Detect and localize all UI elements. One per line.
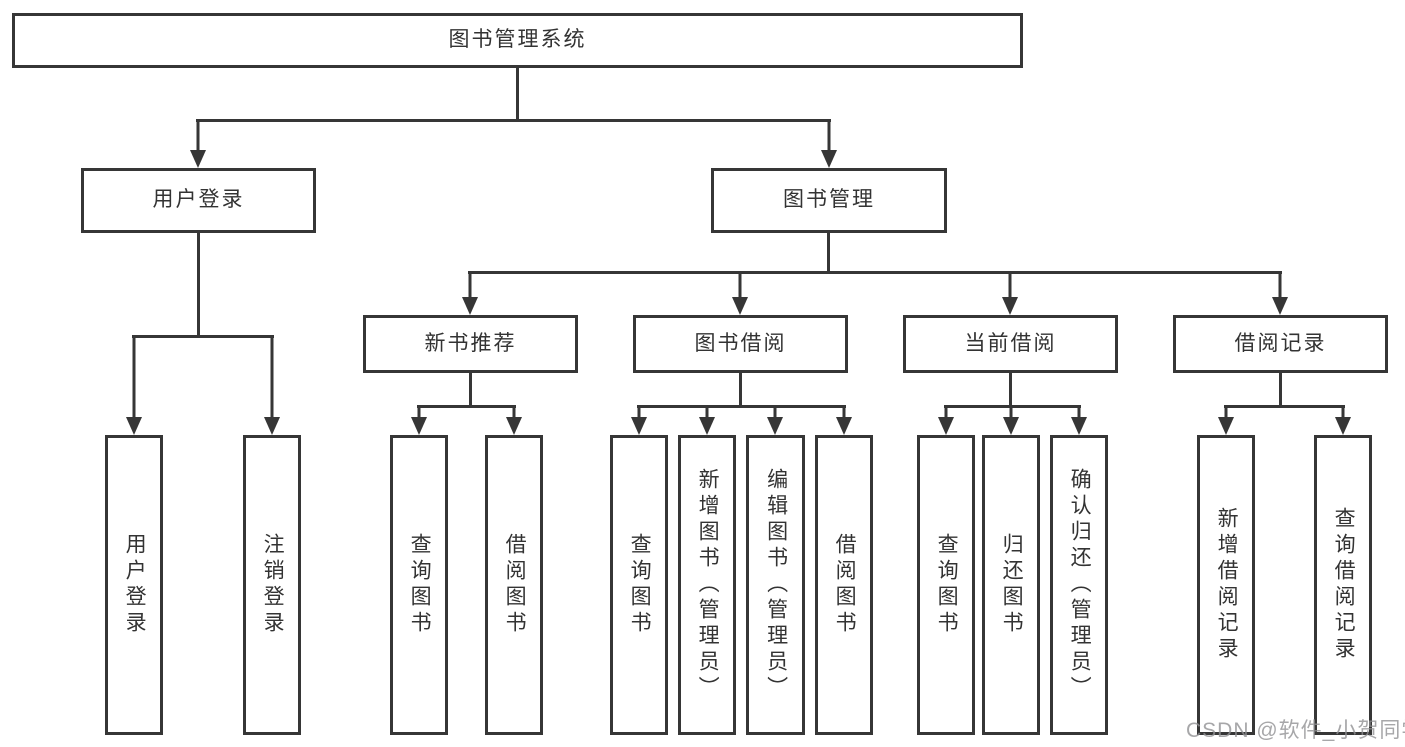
arrow-to-nbr-query <box>411 405 427 435</box>
leaf-cb-query-books: 查询图书 <box>917 435 975 735</box>
arrow-to-borrow-records <box>1272 271 1288 315</box>
watermark: CSDN @软件_小贺同学 <box>1186 719 1405 742</box>
node-current-borrow: 当前借阅 <box>903 315 1118 373</box>
connector-bus-level1 <box>196 119 831 122</box>
leaf-cb-return-books: 归还图书 <box>982 435 1040 735</box>
leaf-br-add-record: 新增借阅记录 <box>1197 435 1255 735</box>
connector-book-mgmt-stem <box>827 231 830 274</box>
leaf-bb-edit-books-admin: 编辑图书（管理员） <box>746 435 805 735</box>
node-user-login: 用户登录 <box>81 168 316 233</box>
leaf-cb-confirm-return-admin: 确认归还（管理员） <box>1050 435 1108 735</box>
arrow-to-bb-add <box>699 405 715 435</box>
leaf-user-login: 用户登录 <box>105 435 163 735</box>
node-book-borrow: 图书借阅 <box>633 315 848 373</box>
arrow-to-br-add <box>1218 405 1234 435</box>
arrow-to-bb-edit <box>767 405 783 435</box>
connector-bus-book-mgmt <box>468 271 1282 274</box>
arrow-to-nbr-borrow <box>506 405 522 435</box>
node-root: 图书管理系统 <box>12 13 1023 68</box>
connector-bus-borrow-records <box>1224 405 1345 408</box>
arrow-to-new-book-rec <box>462 271 478 315</box>
arrow-to-bb-query <box>631 405 647 435</box>
arrow-to-cb-confirm <box>1071 405 1087 435</box>
leaf-bb-add-books-admin: 新增图书（管理员） <box>678 435 736 735</box>
leaf-nbr-query-books: 查询图书 <box>390 435 448 735</box>
connector-borrow-records-stem <box>1279 370 1282 408</box>
node-new-book-rec: 新书推荐 <box>363 315 578 373</box>
connector-root-stem <box>516 68 519 122</box>
arrow-to-ul-logout <box>264 335 280 435</box>
connector-bus-new-book-rec <box>417 405 516 408</box>
arrow-to-current-borrow <box>1002 271 1018 315</box>
connector-book-borrow-stem <box>739 370 742 408</box>
leaf-logout: 注销登录 <box>243 435 301 735</box>
arrow-to-bb-borrow <box>836 405 852 435</box>
arrow-to-br-query <box>1335 405 1351 435</box>
arrow-to-cb-query <box>938 405 954 435</box>
node-book-mgmt: 图书管理 <box>711 168 947 233</box>
node-borrow-records: 借阅记录 <box>1173 315 1388 373</box>
arrow-to-user-login <box>190 119 206 168</box>
connector-user-login-stem <box>197 231 200 338</box>
connector-current-borrow-stem <box>1009 370 1012 408</box>
leaf-bb-query-books: 查询图书 <box>610 435 668 735</box>
leaf-bb-borrow-books: 借阅图书 <box>815 435 873 735</box>
arrow-to-book-mgmt <box>821 119 837 168</box>
leaf-br-query-record: 查询借阅记录 <box>1314 435 1372 735</box>
arrow-to-ul-login <box>126 335 142 435</box>
connector-bus-book-borrow <box>637 405 846 408</box>
connector-new-book-rec-stem <box>469 370 472 408</box>
leaf-nbr-borrow-books: 借阅图书 <box>485 435 543 735</box>
arrow-to-book-borrow <box>732 271 748 315</box>
connector-bus-user-login <box>132 335 274 338</box>
arrow-to-cb-return <box>1003 405 1019 435</box>
